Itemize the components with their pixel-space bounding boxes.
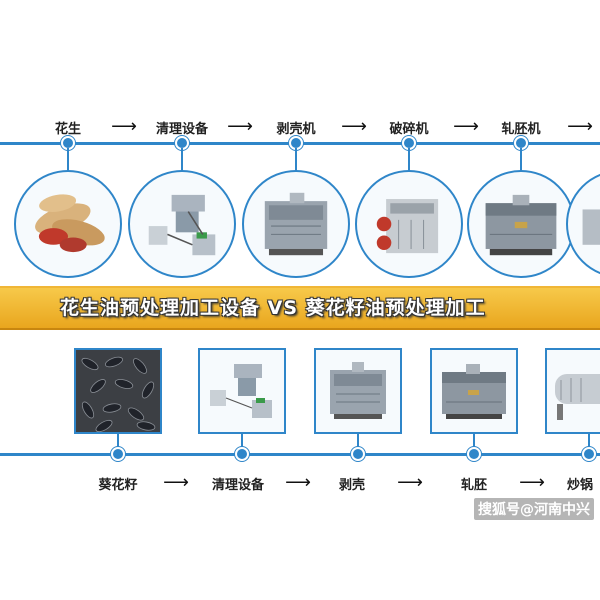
- bottom-arrow-3: ⟶: [397, 472, 423, 493]
- next-machine-image: [566, 170, 600, 278]
- top-step-1-label: 花生: [54, 122, 82, 137]
- bottom-node-5: [582, 447, 596, 461]
- flaking-machine-image: [467, 170, 575, 278]
- bottom-node-4: [467, 447, 481, 461]
- bottom-node-3: [351, 447, 365, 461]
- bottom-rise-4: [473, 432, 475, 452]
- top-step-2-label: 清理设备: [155, 122, 209, 137]
- source-watermark: 搜狐号@河南中兴: [474, 498, 594, 520]
- bottom-node-2: [235, 447, 249, 461]
- title-banner: [0, 286, 600, 330]
- crusher-machine-image: [355, 170, 463, 278]
- peanut-image: [14, 170, 122, 278]
- top-arrow-5: ⟶: [567, 116, 593, 137]
- top-step-4-label: 破碎机: [389, 122, 429, 137]
- bottom-connector-line: [0, 453, 600, 456]
- bottom-arrow-1: ⟶: [163, 472, 189, 493]
- top-step-5-label: 轧胚机: [501, 122, 541, 137]
- bottom-cleaning-equipment-image: [198, 348, 286, 434]
- bottom-step-2-label: 清理设备: [211, 478, 265, 493]
- bottom-rise-1: [117, 432, 119, 452]
- top-drop-2: [181, 148, 183, 172]
- top-drop-4: [408, 148, 410, 172]
- bottom-step-4-label: 轧胚: [460, 478, 488, 493]
- top-step-3-label: 剥壳机: [276, 122, 316, 137]
- cleaning-equipment-image: [128, 170, 236, 278]
- top-drop-3: [295, 148, 297, 172]
- bottom-arrow-4: ⟶: [519, 472, 545, 493]
- bottom-rise-5: [588, 432, 590, 452]
- roaster-image: [545, 348, 600, 434]
- bottom-node-1: [111, 447, 125, 461]
- bottom-rise-3: [357, 432, 359, 452]
- top-arrow-1: ⟶: [111, 116, 137, 137]
- bottom-step-3-label: 剥壳: [338, 478, 366, 493]
- top-arrow-2: ⟶: [227, 116, 253, 137]
- banner-title: 花生油预处理加工设备 VS 葵花籽油预处理加工: [60, 297, 486, 319]
- top-drop-1: [67, 148, 69, 172]
- sheller-machine-image: [242, 170, 350, 278]
- bottom-flaking-image: [430, 348, 518, 434]
- bottom-step-5-label: 炒锅: [566, 478, 594, 493]
- bottom-step-1-label: 葵花籽: [98, 478, 138, 493]
- sunflower-seed-image: [74, 348, 162, 434]
- bottom-arrow-2: ⟶: [285, 472, 311, 493]
- top-arrow-3: ⟶: [341, 116, 367, 137]
- bottom-rise-2: [241, 432, 243, 452]
- top-arrow-4: ⟶: [453, 116, 479, 137]
- bottom-sheller-image: [314, 348, 402, 434]
- top-drop-5: [520, 148, 522, 172]
